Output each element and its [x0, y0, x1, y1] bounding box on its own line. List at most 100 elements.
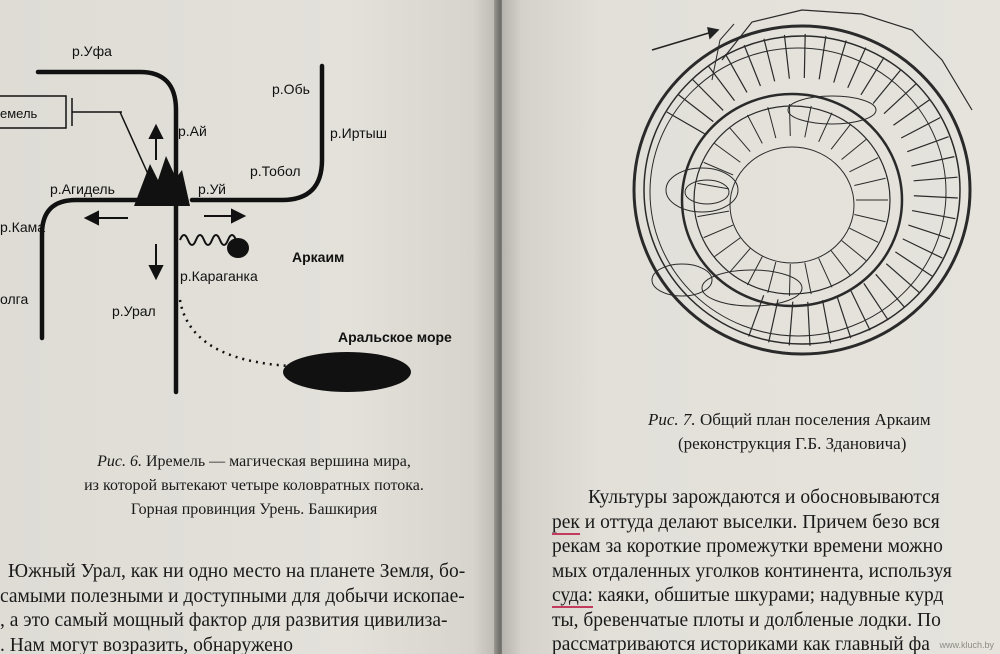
- dwelling-divider: [821, 299, 832, 344]
- dwelling-divider: [854, 213, 886, 223]
- dwelling-divider: [908, 224, 951, 240]
- left-line-2: самыми полезными и доступными для добычи…: [0, 585, 465, 607]
- right-line-6: ты, бревенчатые плоты и долбленые лодки.…: [552, 609, 941, 631]
- dwelling-divider: [911, 209, 956, 220]
- label-aral: Аральское море: [338, 329, 452, 345]
- dwelling-divider: [746, 114, 763, 144]
- dwelling-divider: [849, 227, 879, 243]
- label-arkaim: Аркаим: [292, 249, 344, 265]
- dwelling-divider: [724, 53, 748, 93]
- label-ui: р.Уй: [198, 181, 226, 197]
- right-line-2: рек и оттуда делают выселки. Причем безо…: [552, 511, 940, 535]
- right-line-7: рассматриваются историками как главный ф…: [552, 633, 952, 654]
- dwelling-divider: [697, 210, 730, 218]
- dwelling-divider: [830, 123, 852, 150]
- figure-6-line1: Иремель — магическая вершина мира,: [145, 453, 411, 470]
- label-ural: р.Урал: [112, 303, 156, 319]
- dwelling-divider: [807, 301, 811, 346]
- label-karaganka: р.Караганка: [180, 268, 258, 284]
- dwelling-divider: [804, 262, 812, 295]
- dwelling-divider: [863, 283, 889, 321]
- dwelling-divider: [833, 40, 847, 83]
- dwelling-divider: [714, 142, 741, 163]
- dwelling-divider: [818, 257, 833, 288]
- right-line-3: рекам за короткие промежутки времени мож…: [552, 536, 943, 557]
- mountain-icon: [134, 156, 190, 206]
- label-ob: р.Обь: [272, 81, 310, 97]
- dwelling-divider: [895, 251, 933, 277]
- dwelling-divider: [703, 161, 734, 176]
- aral-sea: [283, 352, 411, 392]
- label-kama: р.Кама: [0, 219, 45, 235]
- dwelling-divider: [854, 177, 886, 187]
- watermark: www.kluch.by: [939, 640, 994, 650]
- dwelling-divider: [697, 182, 730, 190]
- dwelling-divider: [783, 34, 790, 79]
- dwelling-divider: [678, 94, 714, 123]
- label-volga: олга: [0, 291, 28, 307]
- north-arrow-icon: [651, 27, 720, 51]
- right-line-4: мых отдаленных уголков континента, испол…: [552, 560, 952, 582]
- dwelling-divider: [860, 57, 885, 96]
- dwelling-divider: [885, 263, 920, 294]
- left-page: р.Уфа емель р.Ай р.Обь р.Иртыш р.Тобол р…: [0, 0, 498, 654]
- river-ufa: [35, 69, 179, 395]
- dwelling-divider: [803, 34, 806, 79]
- dwelling-divider: [818, 35, 827, 80]
- dwelling-divider: [850, 290, 871, 331]
- dwelling-divider: [743, 44, 762, 87]
- dwelling-divider: [767, 106, 777, 139]
- label-iremel: емель: [0, 106, 38, 121]
- dwelling-divider: [788, 263, 791, 296]
- dwelling-divider: [763, 38, 776, 82]
- label-ai: р.Ай: [178, 123, 207, 139]
- dwelling-divider: [911, 156, 955, 167]
- arkaim-plan-illustration: [632, 9, 973, 356]
- dwelling-divider: [804, 105, 812, 138]
- dwelling-divider: [728, 126, 751, 152]
- dwelling-divider: [872, 69, 902, 104]
- figure-7-line1: Общий план поселения Аркаим: [699, 410, 931, 429]
- dwelling-divider: [768, 299, 779, 343]
- label-agidel: р.Агидель: [50, 181, 115, 197]
- figure-6-label: Рис. 6.: [97, 453, 142, 470]
- dwelling-divider: [900, 117, 941, 139]
- right-line-5: суда: каяки, обшитые шкурами; надувные к…: [552, 585, 944, 608]
- dwelling-divider: [728, 248, 751, 274]
- dwelling-divider: [875, 273, 906, 308]
- figure-6-line3: Горная провинция Урень. Башкирия: [130, 501, 378, 518]
- dwelling-divider: [707, 65, 735, 101]
- label-ufa: р.Уфа: [72, 43, 112, 59]
- dwelling-divider: [913, 176, 958, 182]
- dwelling-divider: [788, 301, 794, 346]
- dwelling-divider: [841, 240, 867, 262]
- dwelling-divider: [746, 256, 763, 286]
- dwelling-divider: [847, 47, 867, 89]
- dwelling-divider: [748, 295, 765, 337]
- figure-7-caption: Рис. 7. Общий план поселения Аркаим (рек…: [648, 408, 1000, 456]
- dwelling-divider: [714, 237, 741, 258]
- dwelling-divider: [883, 83, 917, 115]
- figure-7-line2: (реконструкция Г.Б. Здановича): [678, 434, 907, 453]
- left-line-1: Южный Урал, как ни одно место на планете…: [8, 561, 466, 582]
- dwelling-divider: [830, 250, 852, 277]
- dwelling-divider: [893, 99, 930, 126]
- figure-6-caption: Рис. 6. Иремель — магическая вершина мир…: [24, 450, 484, 522]
- river-kama: [39, 197, 179, 341]
- figure-6-line2: из которой вытекают четыре коловратных п…: [84, 477, 424, 494]
- left-line-4: . Нам могут возразить, обнаружено: [0, 634, 293, 654]
- right-body-text: Культуры зарождаются и обосновываются ре…: [552, 486, 952, 654]
- dwelling-divider: [849, 157, 879, 173]
- underlined-word: рек: [552, 511, 580, 535]
- dwelling-divider: [907, 136, 949, 153]
- dwelling-divider: [767, 261, 777, 294]
- iremel-box: [0, 95, 149, 175]
- dwelling-divider: [666, 111, 706, 135]
- label-irtysh: р.Иртыш: [330, 125, 387, 141]
- dwelling-divider: [703, 224, 734, 239]
- rivers-map: р.Уфа емель р.Ай р.Обь р.Иртыш р.Тобол р…: [0, 43, 452, 395]
- dwelling-divider: [818, 112, 833, 143]
- flow-arrows: [83, 123, 247, 281]
- left-body-text: Южный Урал, как ни одно место на планете…: [0, 560, 465, 654]
- arkaim-dot: [227, 238, 249, 258]
